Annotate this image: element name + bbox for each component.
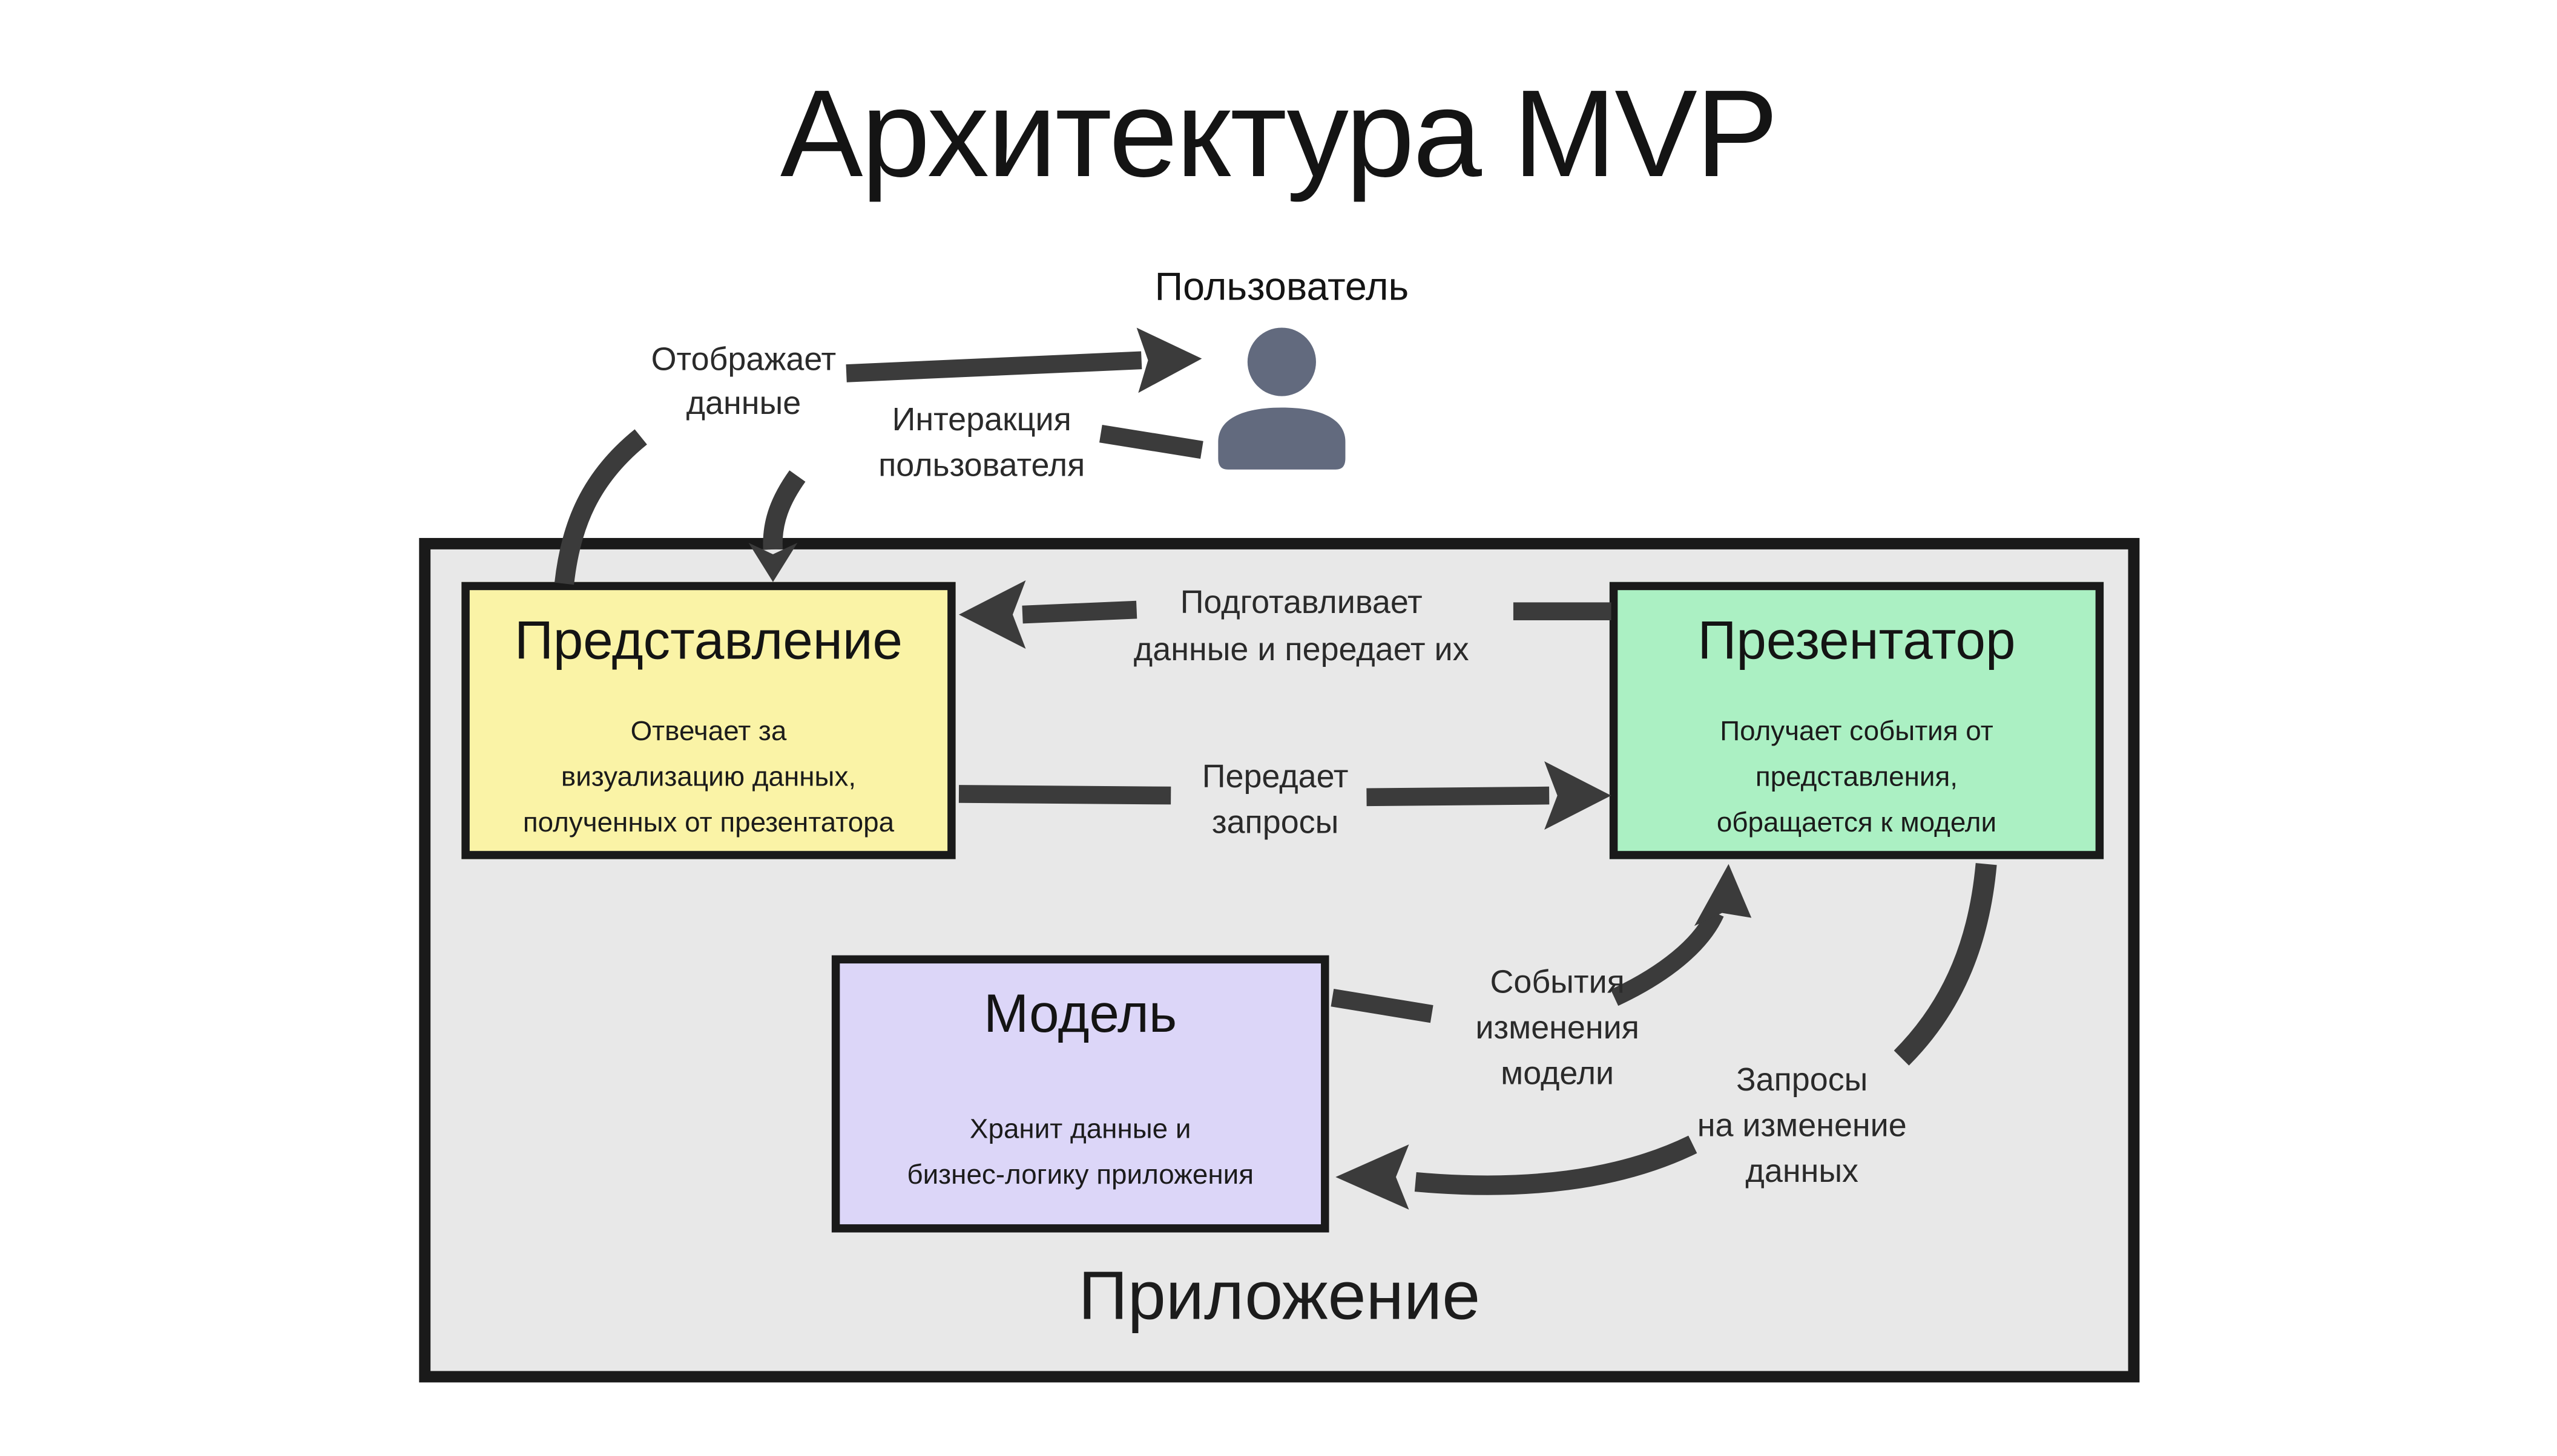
arrow-view-to-user-head (1136, 327, 1202, 393)
user-icon-body (1218, 407, 1346, 470)
page-title: Архитектура MVP (780, 65, 1779, 204)
presenter-box-title: Презентатор (1697, 609, 2016, 671)
application-label: Приложение (1078, 1256, 1481, 1334)
user-icon (1218, 327, 1346, 470)
view-box-title: Представление (514, 609, 903, 671)
model-box-title: Модель (984, 983, 1177, 1044)
user-icon-head (1247, 327, 1316, 396)
user-label: Пользователь (1154, 266, 1409, 310)
